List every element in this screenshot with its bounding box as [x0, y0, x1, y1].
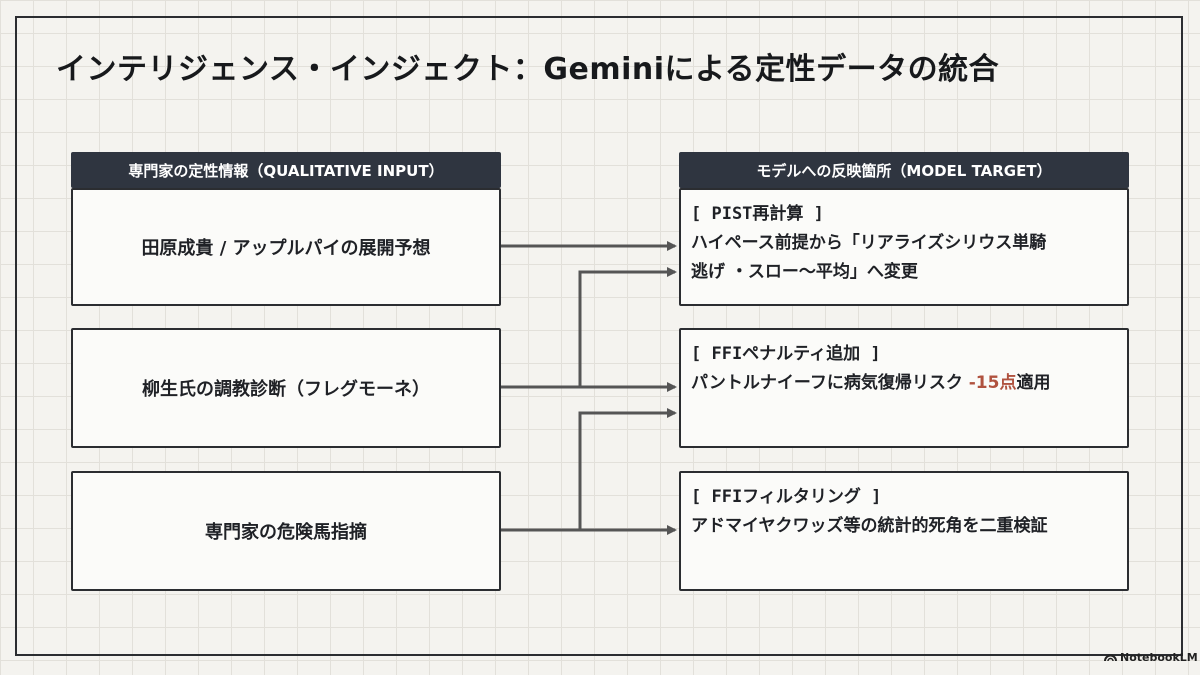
target-line: パントルナイーフに病気復帰リスク -15点適用 — [691, 369, 1127, 398]
source-box-tahara: 田原成貴 / アップルパイの展開予想 — [71, 188, 501, 306]
source-label: 柳生氏の調教診断（フレグモーネ） — [142, 379, 430, 400]
target-box-ffi-penalty: [ FFIペナルティ追加 ] パントルナイーフに病気復帰リスク -15点適用 — [679, 328, 1129, 448]
target-line: 逃げ ・スロー〜平均」へ変更 — [691, 262, 918, 282]
slide-title: インテリジェンス・インジェクト：Geminiによる定性データの統合 — [56, 52, 1000, 87]
target-text: 適用 — [1016, 373, 1051, 393]
target-text: パントルナイーフに病気復帰リスク — [691, 373, 969, 393]
notebooklm-badge: NotebookLM — [1104, 651, 1198, 664]
source-label: 田原成貴 / アップルパイの展開予想 — [141, 238, 431, 259]
target-box-pist: [ PIST再計算 ] ハイペース前提から「リアライズシリウス単騎 逃げ ・スロ… — [679, 188, 1129, 306]
target-box-ffi-filter: [ FFIフィルタリング ] アドマイヤクワッズ等の統計的死角を二重検証 — [679, 471, 1129, 591]
source-box-danger-horse: 専門家の危険馬指摘 — [71, 471, 501, 591]
notebooklm-logo-icon — [1104, 654, 1117, 662]
target-line: アドマイヤクワッズ等の統計的死角を二重検証 — [691, 516, 1048, 536]
target-line: ハイペース前提から「リアライズシリウス単騎 — [691, 233, 1047, 253]
target-tag: [ PIST再計算 ] — [691, 204, 824, 224]
right-column-header: モデルへの反映箇所（MODEL TARGET） — [679, 152, 1129, 188]
arrow-source2-to-target1 — [578, 267, 677, 387]
badge-label: NotebookLM — [1120, 651, 1198, 664]
source-box-yagyu: 柳生氏の調教診断（フレグモーネ） — [71, 328, 501, 448]
source-label: 専門家の危険馬指摘 — [205, 522, 367, 543]
penalty-highlight: -15点 — [968, 373, 1017, 393]
arrow-source3-to-target2 — [578, 408, 677, 530]
target-tag: [ FFIフィルタリング ] — [691, 487, 882, 507]
slide-frame — [15, 16, 1183, 656]
target-tag: [ FFIペナルティ追加 ] — [691, 344, 881, 364]
left-column-header: 専門家の定性情報（QUALITATIVE INPUT） — [71, 152, 501, 188]
